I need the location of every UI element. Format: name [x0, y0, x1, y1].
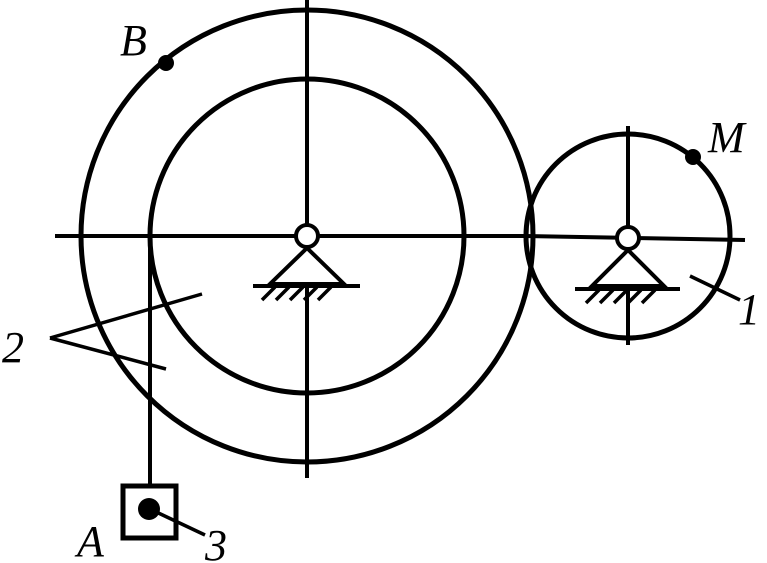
point-m-dot: [685, 149, 701, 165]
point-a-dot: [138, 498, 160, 520]
label-1-leader: [689, 274, 741, 302]
point-b-dot: [158, 55, 174, 71]
label-3-leader: [151, 508, 206, 537]
label-3: 3: [204, 521, 227, 563]
label-1: 1: [738, 285, 760, 334]
label-2-leader-lower: [49, 336, 167, 371]
label-m: M: [707, 113, 747, 162]
label-b: B: [120, 16, 147, 65]
label-a: A: [74, 517, 105, 563]
wheel-1-pivot-support: [575, 225, 680, 305]
label-2: 2: [2, 323, 24, 372]
label-2-leader-upper: [49, 292, 203, 340]
wheel-2-pivot-support: [253, 223, 360, 302]
